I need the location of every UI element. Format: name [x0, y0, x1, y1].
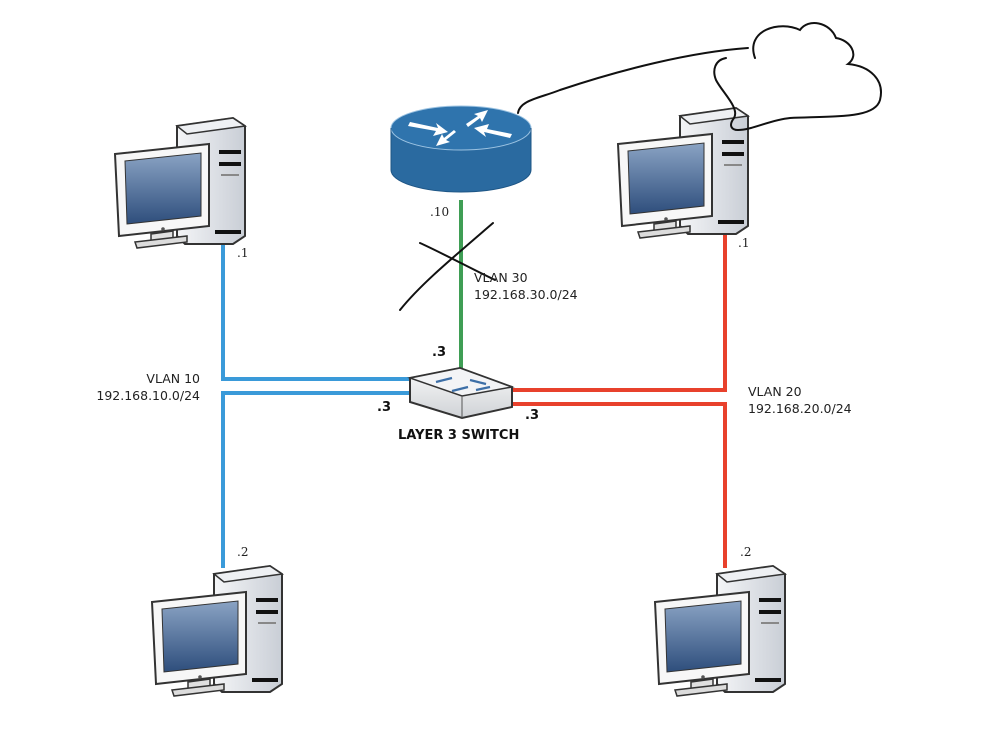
desktop-computer-icon — [114, 117, 246, 249]
switch-vlan20-address: .3 — [525, 408, 539, 423]
hand-drawn-annotations — [399, 22, 882, 311]
vlan10-link-top — [221, 240, 410, 381]
vlan20-links — [510, 228, 727, 568]
vlan20-link-top — [510, 228, 727, 392]
switch-vlan30-address: .3 — [432, 345, 446, 360]
desktop-computer-icon — [151, 565, 283, 697]
pc-top-right[interactable] — [617, 107, 749, 239]
cross-stroke-2 — [399, 222, 494, 311]
router-to-cloud-stroke — [517, 47, 749, 114]
vlan30-subnet: 192.168.30.0/24 — [474, 287, 578, 302]
pc-bottom-right-address: .2 — [740, 545, 752, 559]
pc-bottom-left[interactable] — [151, 565, 283, 697]
switch-label: LAYER 3 SWITCH — [398, 428, 520, 443]
vlan10-subnet: 192.168.10.0/24 — [96, 388, 200, 403]
pc-top-right-address: .1 — [738, 236, 750, 250]
vlan20-name: VLAN 20 — [748, 384, 802, 399]
router-address: .10 — [430, 205, 450, 219]
switch-vlan10-address: .3 — [377, 400, 391, 415]
pc-top-left-address: .1 — [237, 246, 249, 260]
cloud-icon — [713, 22, 882, 132]
router-icon[interactable] — [390, 105, 532, 193]
vlan10-name: VLAN 10 — [146, 371, 200, 386]
vlan20-subnet: 192.168.20.0/24 — [748, 401, 852, 416]
desktop-computer-icon — [654, 565, 786, 697]
desktop-computer-icon — [617, 107, 749, 239]
vlan30-name: VLAN 30 — [474, 270, 528, 285]
pc-top-left[interactable] — [114, 117, 246, 249]
vlan10-links — [221, 240, 410, 568]
pc-bottom-left-address: .2 — [237, 545, 249, 559]
layer3-switch-icon[interactable] — [407, 366, 515, 420]
pc-bottom-right[interactable] — [654, 565, 786, 697]
vlan20-link-bottom — [510, 402, 727, 568]
cross-stroke-1 — [419, 242, 496, 281]
vlan10-link-bottom — [221, 391, 410, 568]
